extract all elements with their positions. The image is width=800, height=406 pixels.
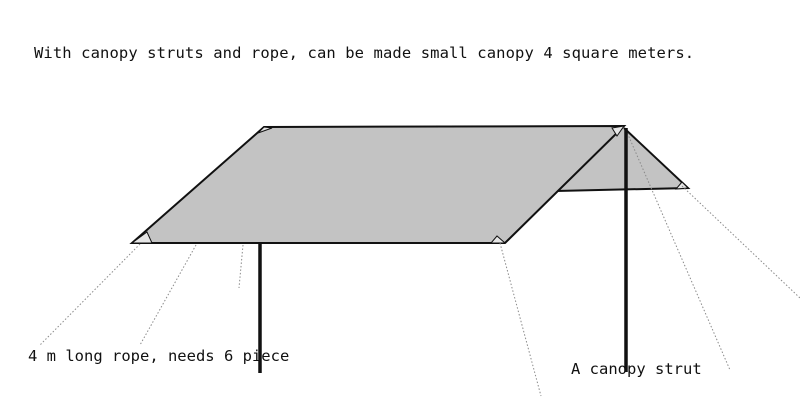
corner-patch-back-left — [257, 126, 273, 134]
guy-rope — [39, 243, 141, 346]
guy-rope — [681, 185, 800, 299]
diagram-caption: With canopy struts and rope, can be made… — [34, 44, 695, 62]
strut-annotation: A canopy strut — [571, 360, 702, 378]
guy-rope — [499, 242, 542, 397]
canopy-tarp — [129, 124, 627, 244]
guy-rope — [625, 129, 731, 371]
guy-ropes — [39, 129, 800, 397]
guy-rope — [238, 244, 244, 289]
corner-patch-back-right — [611, 125, 626, 137]
corner-patch-flap — [674, 181, 690, 190]
rope-annotation: 4 m long rope, needs 6 piece — [28, 347, 290, 365]
guy-rope — [139, 244, 197, 346]
corner-patch-front-left — [130, 231, 153, 244]
canopy-side-flap — [556, 128, 688, 191]
corner-patch-front-right — [489, 235, 507, 244]
